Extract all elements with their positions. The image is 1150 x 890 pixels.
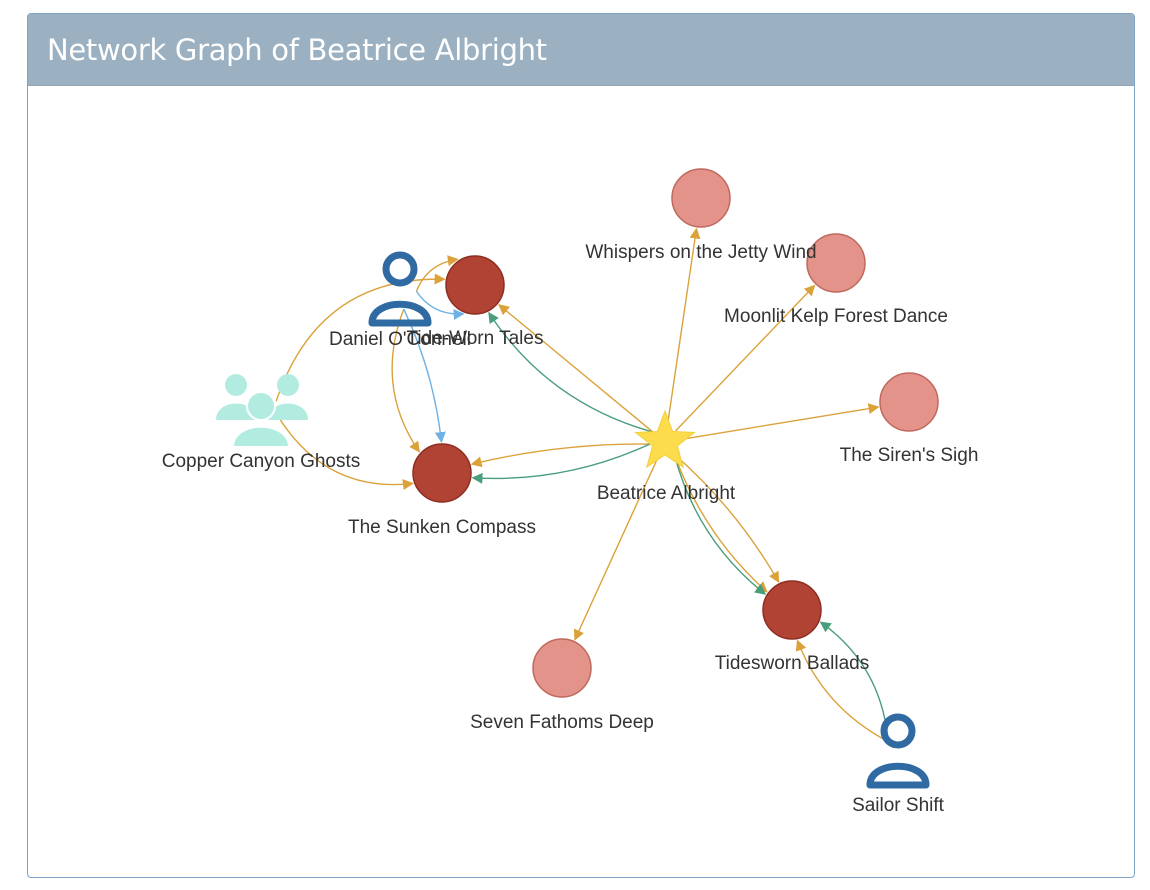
edge-beatrice-to-tideworn (488, 311, 654, 433)
edge-sailor-to-tidesworn (795, 639, 889, 743)
node-seven-circle[interactable] (532, 638, 592, 698)
node-tideworn-circle[interactable] (445, 255, 505, 315)
node-siren-circle[interactable] (879, 372, 939, 432)
edge-beatrice-to-tidesworn (673, 453, 780, 583)
graph-panel: Network Graph of Beatrice Albright (27, 13, 1135, 878)
node-daniel[interactable] (368, 251, 432, 327)
edge-beatrice-to-sunken (470, 443, 650, 468)
star-icon[interactable] (634, 409, 696, 469)
node-tideworn[interactable] (445, 255, 505, 315)
node-label-sunken: The Sunken Compass (348, 517, 536, 538)
node-sunken[interactable] (412, 443, 472, 503)
node-label-sailor: Sailor Shift (852, 795, 945, 816)
labels-layer: Beatrice Albright Whispers on the Jetty W… (162, 242, 979, 816)
node-sailor[interactable] (866, 713, 930, 789)
edge-sailor-to-tidesworn (819, 621, 889, 742)
edge-daniel-to-sunken (391, 308, 420, 453)
node-tidesworn-circle[interactable] (762, 580, 822, 640)
node-label-siren: The Siren's Sigh (840, 445, 979, 466)
node-copper[interactable] (216, 374, 308, 448)
panel-header: Network Graph of Beatrice Albright (28, 14, 1134, 86)
node-whispers[interactable] (671, 168, 731, 228)
edge-beatrice-to-moonlit (675, 284, 816, 432)
node-label-tidesworn: Tidesworn Ballads (715, 653, 870, 674)
person-icon[interactable] (866, 713, 930, 789)
edge-beatrice-to-seven (573, 455, 660, 641)
edge-beatrice-to-tideworn (498, 304, 654, 433)
edge-beatrice-to-tidesworn (673, 454, 768, 593)
node-whispers-circle[interactable] (671, 168, 731, 228)
node-tidesworn[interactable] (762, 580, 822, 640)
nodes-layer (216, 168, 939, 789)
group-icon[interactable] (216, 374, 308, 448)
node-label-whispers: Whispers on the Jetty Wind (585, 242, 816, 263)
edge-copper-to-tideworn (275, 273, 446, 402)
page-title: Network Graph of Beatrice Albright (47, 32, 547, 67)
node-sunken-circle[interactable] (412, 443, 472, 503)
node-label-daniel: Daniel O'Connell (329, 329, 471, 350)
edge-beatrice-to-tidesworn (673, 454, 767, 595)
node-moonlit[interactable] (806, 233, 866, 293)
edge-beatrice-to-sunken (471, 443, 651, 484)
node-moonlit-circle[interactable] (806, 233, 866, 293)
node-beatrice[interactable] (634, 409, 696, 469)
edge-copper-to-sunken (277, 415, 414, 491)
node-label-moonlit: Moonlit Kelp Forest Dance (724, 306, 948, 327)
node-label-seven: Seven Fathoms Deep (470, 712, 654, 733)
edge-beatrice-to-whispers (666, 227, 701, 427)
node-siren[interactable] (879, 372, 939, 432)
node-label-tideworn: Tide-Worn Tales (407, 328, 544, 349)
edge-beatrice-to-siren (680, 403, 880, 441)
edge-daniel-to-tideworn (415, 255, 459, 292)
node-seven[interactable] (532, 638, 592, 698)
node-label-copper: Copper Canyon Ghosts (162, 451, 361, 472)
node-label-beatrice: Beatrice Albright (597, 483, 736, 504)
edge-daniel-to-tideworn (415, 290, 465, 320)
person-icon[interactable] (368, 251, 432, 327)
